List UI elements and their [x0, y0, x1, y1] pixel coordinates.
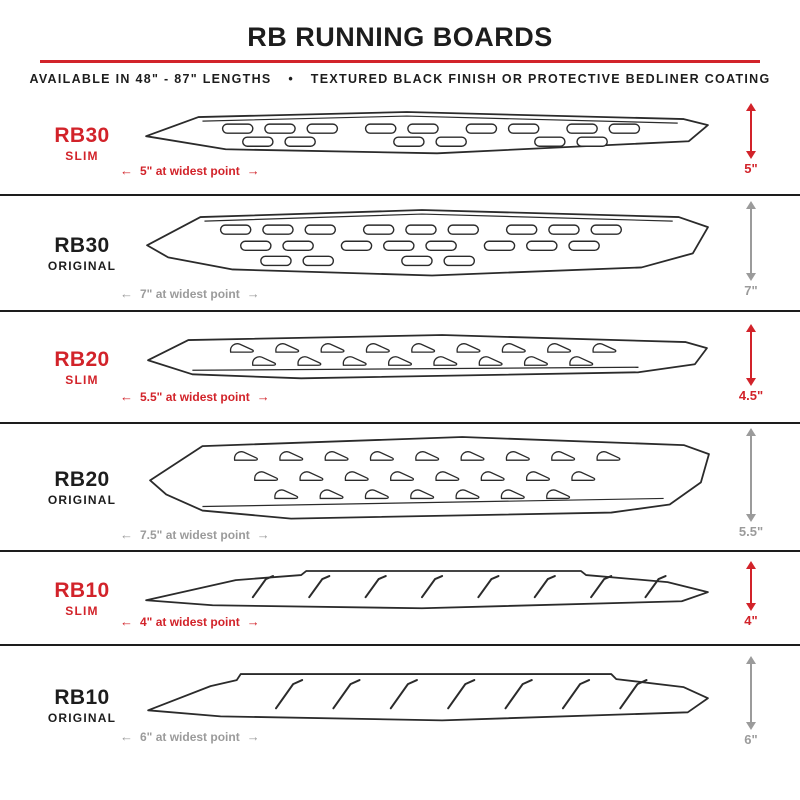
- height-dimension: 7": [728, 200, 774, 306]
- height-dimension: 5": [728, 96, 774, 190]
- board-variant: ORIGINAL: [47, 492, 117, 507]
- width-label: 5.5" at widest point: [140, 389, 250, 404]
- board-model: RB10: [54, 578, 110, 602]
- subtitle: AVAILABLE IN 48" - 87" LENGTHS • TEXTURE…: [0, 72, 800, 86]
- subtitle-finish: TEXTURED BLACK FINISH OR PROTECTIVE BEDL…: [310, 72, 771, 86]
- vertical-double-arrow-icon: [746, 560, 756, 611]
- height-label: 5": [744, 160, 758, 176]
- width-dimension: ← 4" at widest point →: [120, 615, 714, 629]
- rb10-original-illustration: [140, 666, 714, 726]
- height-label: 5.5": [738, 523, 764, 539]
- height-label: 4.5": [738, 387, 764, 403]
- dimension-arrow-left-icon: ←: [120, 163, 133, 179]
- board-model: RB20: [54, 467, 110, 491]
- board-row-rb10-original: RB10 ORIGINAL ← 6" at widest point →: [0, 646, 800, 764]
- dimension-arrow-right-icon: →: [256, 527, 270, 543]
- board-top-edge: [202, 116, 677, 123]
- dimension-arrow-left-icon: ←: [120, 286, 133, 302]
- rb10-slim-illustration: [140, 567, 714, 611]
- header: RB RUNNING BOARDS AVAILABLE IN 48" - 87"…: [0, 0, 800, 86]
- board-drawing-area: ← 5.5" at widest point →: [120, 330, 728, 404]
- width-label: 5" at widest point: [140, 163, 240, 178]
- board-model: RB20: [54, 347, 110, 371]
- board-outline: [148, 674, 708, 720]
- board-label: RB30 ORIGINAL: [30, 234, 134, 273]
- rb30-original-illustration: [140, 205, 714, 284]
- board-model: RB30: [54, 233, 110, 257]
- subtitle-lengths: AVAILABLE IN 48" - 87" LENGTHS: [29, 72, 272, 86]
- height-dimension: 4": [728, 556, 774, 640]
- width-label: 7" at widest point: [140, 286, 240, 301]
- board-rows: RB30 SLIM: [0, 92, 800, 764]
- height-dimension: 4.5": [728, 316, 774, 418]
- board-variant: ORIGINAL: [47, 258, 117, 273]
- rb30-slim-illustration: [140, 108, 714, 160]
- height-label: 4": [744, 612, 758, 628]
- board-label: RB10 ORIGINAL: [30, 686, 134, 725]
- width-dimension: ← 7.5" at widest point →: [120, 528, 714, 542]
- board-row-rb20-original: RB20 ORIGINAL: [0, 424, 800, 552]
- width-label: 7.5" at widest point: [140, 527, 250, 542]
- vertical-double-arrow-icon: [746, 323, 756, 386]
- board-variant: SLIM: [65, 148, 99, 163]
- vertical-double-arrow-icon: [746, 200, 756, 281]
- bullet-separator-icon: •: [288, 72, 295, 86]
- board-variant: SLIM: [65, 372, 99, 387]
- dimension-arrow-right-icon: →: [246, 286, 260, 302]
- dimension-arrow-right-icon: →: [246, 614, 260, 630]
- board-label: RB20 ORIGINAL: [30, 468, 134, 507]
- red-divider-rule: [40, 60, 760, 63]
- board-drawing-area: ← 6" at widest point →: [120, 666, 728, 744]
- board-fold-line: [192, 368, 638, 371]
- page-title: RB RUNNING BOARDS: [247, 22, 553, 52]
- dimension-arrow-right-icon: →: [246, 729, 260, 745]
- width-dimension: ← 5.5" at widest point →: [120, 390, 714, 404]
- height-label: 6": [744, 731, 758, 747]
- board-fold-line: [202, 499, 663, 507]
- board-row-rb10-slim: RB10 SLIM ← 4" at widest point →: [0, 552, 800, 646]
- width-dimension: ← 5" at widest point →: [120, 164, 714, 178]
- board-outline: [148, 335, 707, 378]
- rb20-original-illustration: [140, 432, 714, 525]
- width-label: 4" at widest point: [140, 614, 240, 629]
- board-variant: ORIGINAL: [47, 710, 117, 725]
- vertical-double-arrow-icon: [746, 102, 756, 159]
- board-label: RB10 SLIM: [30, 579, 134, 618]
- board-row-rb30-original: RB30 ORIGINAL: [0, 196, 800, 312]
- dimension-arrow-left-icon: ←: [120, 527, 133, 543]
- height-label: 7": [744, 282, 758, 298]
- width-dimension: ← 7" at widest point →: [120, 287, 714, 301]
- dimension-arrow-right-icon: →: [256, 389, 270, 405]
- height-dimension: 5.5": [728, 427, 774, 546]
- board-drawing-area: ← 5" at widest point →: [120, 108, 728, 178]
- board-variant: SLIM: [65, 603, 99, 618]
- vertical-double-arrow-icon: [746, 427, 756, 522]
- height-dimension: 6": [728, 650, 774, 760]
- dimension-arrow-left-icon: ←: [120, 729, 133, 745]
- board-model: RB30: [54, 123, 110, 147]
- board-drawing-area: ← 7.5" at widest point →: [120, 432, 728, 542]
- dimension-arrow-left-icon: ←: [120, 614, 133, 630]
- board-label: RB20 SLIM: [30, 348, 134, 387]
- width-dimension: ← 6" at widest point →: [120, 730, 714, 744]
- dimension-arrow-left-icon: ←: [120, 389, 133, 405]
- board-top-edge: [204, 214, 672, 221]
- board-row-rb20-slim: RB20 SLIM ←: [0, 312, 800, 424]
- board-drawing-area: ← 4" at widest point →: [120, 567, 728, 629]
- board-model: RB10: [54, 685, 110, 709]
- board-label: RB30 SLIM: [30, 124, 134, 163]
- rb20-slim-illustration: [140, 330, 714, 386]
- dimension-arrow-right-icon: →: [246, 163, 260, 179]
- board-drawing-area: ← 7" at widest point →: [120, 205, 728, 301]
- board-row-rb30-slim: RB30 SLIM: [0, 92, 800, 196]
- width-label: 6" at widest point: [140, 729, 240, 744]
- vertical-double-arrow-icon: [746, 655, 756, 730]
